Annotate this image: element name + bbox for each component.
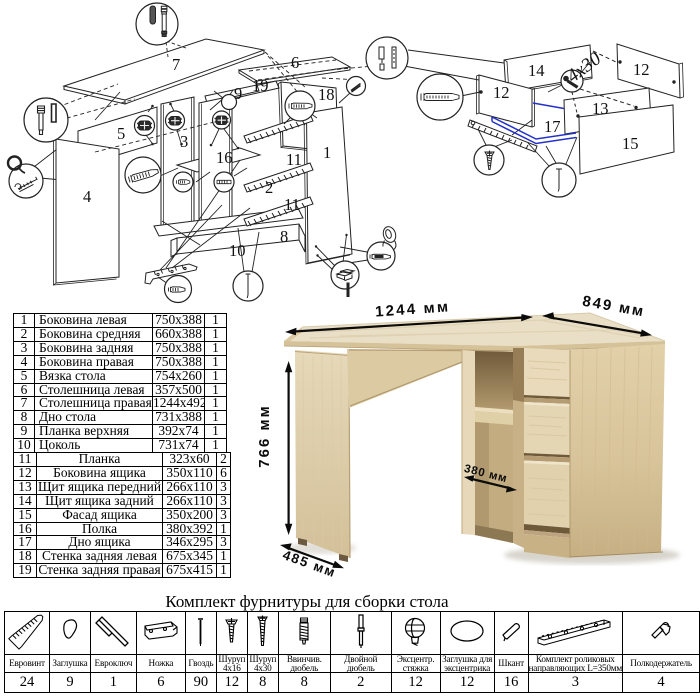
svg-text:5: 5 [117,124,125,143]
svg-text:12: 12 [633,60,650,79]
svg-text:1: 1 [323,143,331,162]
svg-text:11: 11 [286,150,302,169]
svg-text:17: 17 [544,117,561,136]
svg-text:19: 19 [252,76,269,95]
svg-text:18: 18 [318,85,335,104]
svg-text:8: 8 [280,227,288,246]
svg-text:2: 2 [265,178,273,197]
svg-text:16: 16 [216,148,233,167]
svg-text:7: 7 [172,55,180,74]
svg-text:1244 мм: 1244 мм [375,298,451,320]
svg-text:14: 14 [528,61,545,80]
svg-text:3: 3 [180,132,188,151]
svg-text:15: 15 [622,134,639,153]
svg-text:4: 4 [83,187,91,206]
svg-text:10: 10 [229,241,246,260]
svg-text:11: 11 [284,195,300,214]
svg-text:12: 12 [493,83,510,102]
svg-text:9: 9 [234,84,242,103]
svg-text:13: 13 [592,99,609,118]
svg-text:766 мм: 766 мм [256,404,273,467]
svg-text:6: 6 [291,53,299,72]
